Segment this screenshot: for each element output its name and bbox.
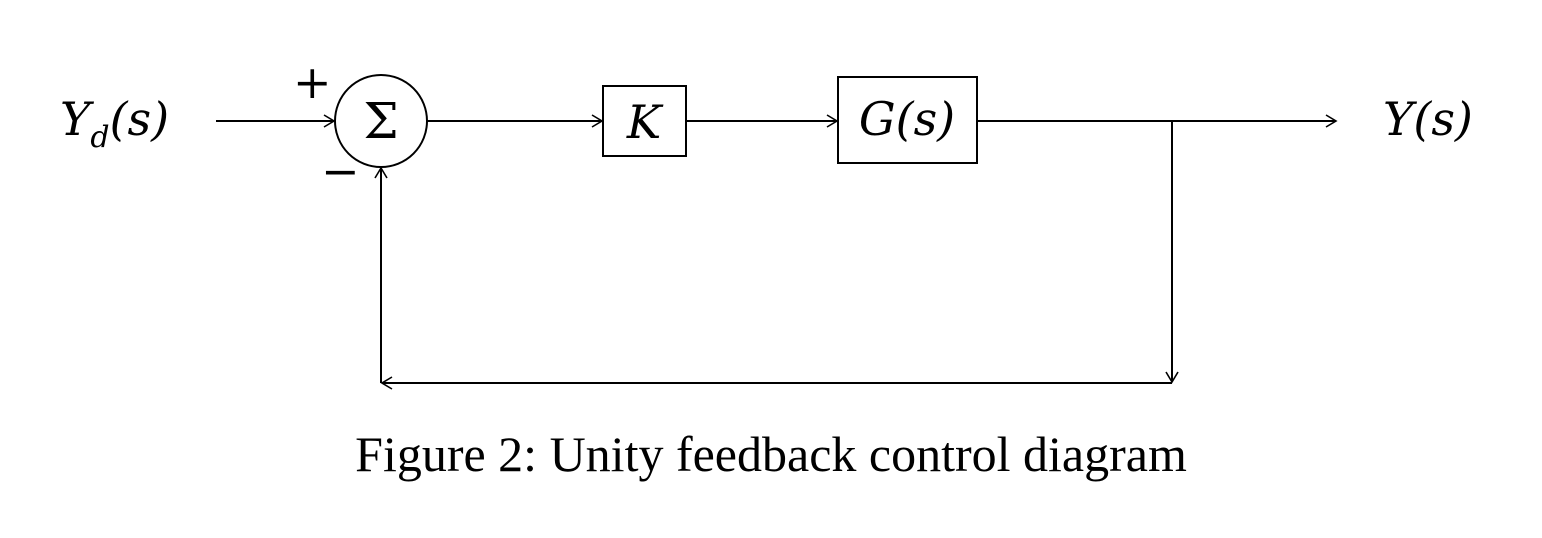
plant-block-label: G(s) bbox=[859, 92, 955, 146]
plus-sign: + bbox=[293, 55, 332, 109]
summing-junction-symbol: Σ bbox=[363, 92, 398, 150]
gain-block-label: K bbox=[626, 95, 664, 149]
gain-block bbox=[602, 85, 687, 157]
input-label-subscript: d bbox=[90, 120, 109, 155]
input-label: Yd(s) bbox=[60, 92, 169, 155]
input-label-argument: (s) bbox=[110, 92, 170, 146]
output-label: Y(s) bbox=[1383, 92, 1473, 146]
input-label-base: Y bbox=[60, 92, 95, 146]
figure-caption: Figure 2: Unity feedback control diagram bbox=[355, 426, 1187, 482]
